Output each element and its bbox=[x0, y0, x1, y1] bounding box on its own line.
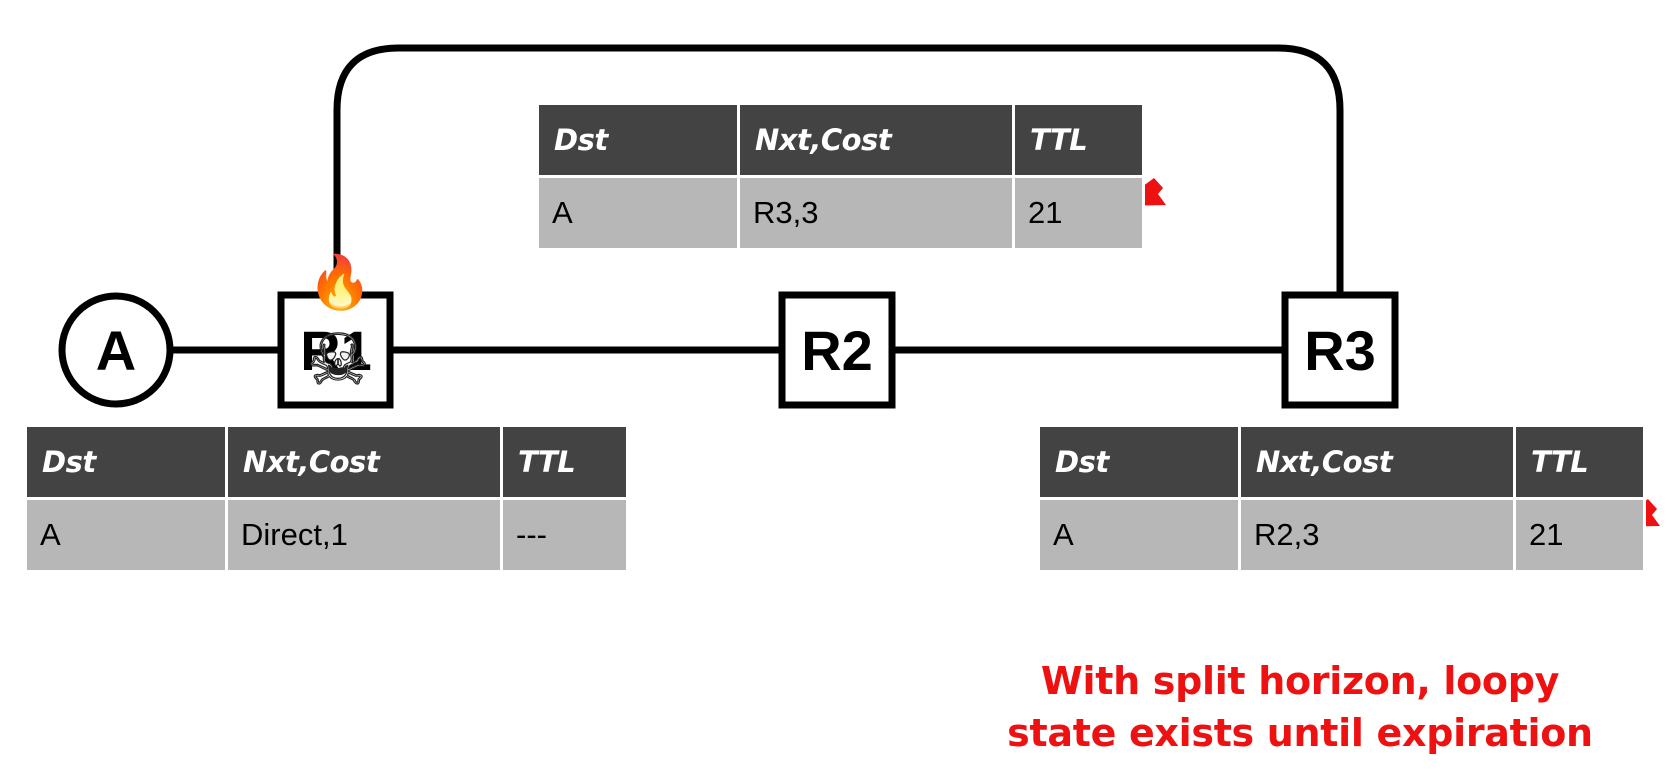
table-header-row: Dst Nxt,Cost TTL bbox=[1040, 427, 1643, 497]
table-row: A R3,3 21 bbox=[539, 178, 1142, 248]
table-header-row: Dst Nxt,Cost TTL bbox=[539, 105, 1142, 175]
cell-nxt-cost: R3,3 bbox=[740, 178, 1012, 248]
header-nxt-cost: Nxt,Cost bbox=[740, 105, 1012, 175]
header-nxt-cost: Nxt,Cost bbox=[228, 427, 500, 497]
link-r1-r3 bbox=[333, 44, 1344, 295]
routing-table-r1: Dst Nxt,Cost TTL A Direct,1 --- bbox=[24, 424, 629, 573]
skull-icon: ☠ bbox=[307, 319, 370, 401]
table-row: A R2,3 21 bbox=[1040, 500, 1643, 570]
router-r1[interactable]: R1 bbox=[277, 291, 394, 409]
router-r2[interactable]: R2 bbox=[778, 291, 896, 409]
header-dst: Dst bbox=[1040, 427, 1238, 497]
router-r2-label: R2 bbox=[801, 319, 873, 382]
caption-line-2: state exists until expiration bbox=[1007, 711, 1593, 755]
header-ttl: TTL bbox=[1516, 427, 1643, 497]
router-r3[interactable]: R3 bbox=[1281, 291, 1399, 409]
cell-ttl: 21 bbox=[1516, 500, 1643, 570]
router-r1-failure: ☠ 🔥 bbox=[306, 252, 373, 402]
router-r1-label: R1 bbox=[300, 319, 372, 382]
cell-ttl: 21 bbox=[1015, 178, 1142, 248]
cell-dst: A bbox=[1040, 500, 1238, 570]
cell-nxt-cost: Direct,1 bbox=[228, 500, 500, 570]
header-dst: Dst bbox=[27, 427, 225, 497]
host-a-label: A bbox=[96, 319, 136, 382]
caption-line-1: With split horizon, loopy bbox=[1040, 659, 1560, 703]
fire-icon: 🔥 bbox=[308, 252, 373, 313]
cell-dst: A bbox=[27, 500, 225, 570]
header-nxt-cost: Nxt,Cost bbox=[1241, 427, 1513, 497]
header-ttl: TTL bbox=[1015, 105, 1142, 175]
cell-dst: A bbox=[539, 178, 737, 248]
caption: With split horizon, loopy state exists u… bbox=[990, 655, 1610, 759]
table-header-row: Dst Nxt,Cost TTL bbox=[27, 427, 626, 497]
header-dst: Dst bbox=[539, 105, 737, 175]
cell-nxt-cost: R2,3 bbox=[1241, 500, 1513, 570]
router-r3-label: R3 bbox=[1304, 319, 1376, 382]
cell-ttl: --- bbox=[503, 500, 626, 570]
host-a[interactable]: A bbox=[58, 292, 174, 408]
routing-table-r3: Dst Nxt,Cost TTL A R2,3 21 bbox=[1037, 424, 1646, 573]
routing-table-r2: Dst Nxt,Cost TTL A R3,3 21 bbox=[536, 102, 1145, 251]
table-row: A Direct,1 --- bbox=[27, 500, 626, 570]
header-ttl: TTL bbox=[503, 427, 626, 497]
